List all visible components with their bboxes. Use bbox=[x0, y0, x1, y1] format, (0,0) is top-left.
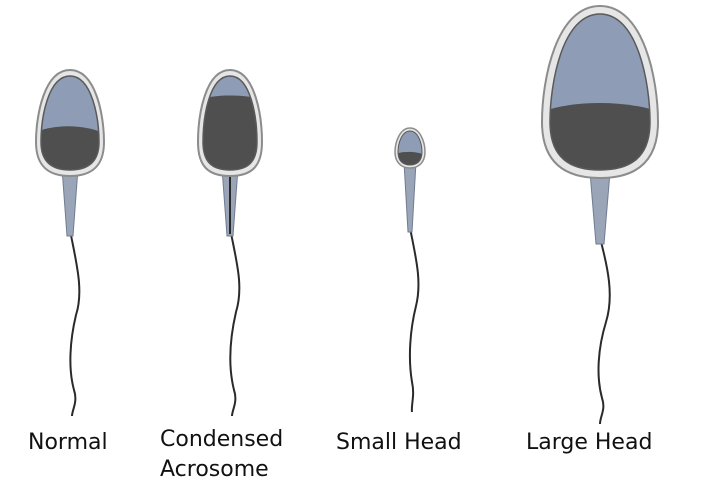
label-condensed-line1: Condensed bbox=[160, 425, 283, 455]
sperm-condensed-acrosome bbox=[198, 70, 264, 416]
midpiece bbox=[404, 162, 416, 232]
label-condensed-acrosome: Condensed Acrosome bbox=[160, 425, 283, 485]
tail bbox=[599, 238, 610, 424]
tail bbox=[70, 230, 79, 416]
label-large-head: Large Head bbox=[526, 428, 652, 458]
midpiece bbox=[590, 172, 610, 244]
label-condensed-line2: Acrosome bbox=[160, 455, 283, 485]
label-small-head: Small Head bbox=[336, 428, 462, 458]
sperm-normal bbox=[36, 70, 106, 416]
sperm-large-head bbox=[542, 6, 660, 424]
midpiece bbox=[62, 168, 78, 236]
tail bbox=[230, 228, 239, 416]
sperm-small-head bbox=[395, 128, 425, 412]
tail bbox=[410, 228, 419, 412]
label-normal: Normal bbox=[28, 428, 108, 458]
